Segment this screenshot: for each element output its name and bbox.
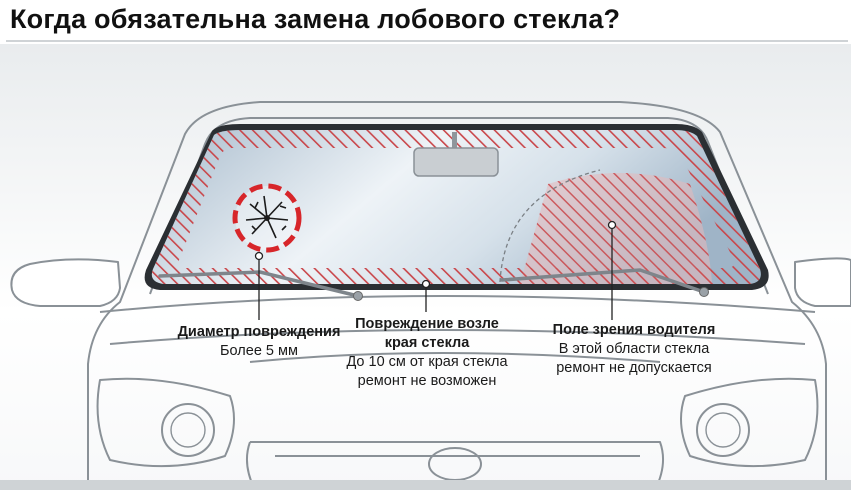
car-windshield-illustration bbox=[0, 44, 851, 490]
callout-edge-text-1: До 10 см от края стекла bbox=[346, 354, 508, 370]
callout-damage-heading: Диаметр повреждения bbox=[177, 324, 341, 340]
title-divider bbox=[6, 40, 848, 42]
callout-edge-damage: Повреждение возле края стекла До 10 см о… bbox=[316, 315, 538, 391]
callout-damage-text: Более 5 мм bbox=[220, 343, 298, 359]
callout-damage-diameter: Диаметр повреждения Более 5 мм bbox=[124, 323, 394, 361]
callout-edge-text-2: ремонт не возможен bbox=[357, 373, 497, 389]
callout-edge-heading-2: края стекла bbox=[384, 335, 470, 351]
callout-vision-text-1: В этой области стекла bbox=[558, 341, 710, 357]
callout-vision-heading: Поле зрения водителя bbox=[552, 322, 716, 338]
callout-edge-heading-1: Повреждение возле bbox=[355, 316, 499, 332]
callout-vision-text-2: ремонт не допускается bbox=[556, 360, 712, 376]
crack-icon bbox=[245, 195, 289, 239]
page-title: Когда обязательна замена лобового стекла… bbox=[10, 4, 621, 34]
callout-driver-vision: Поле зрения водителя В этой области стек… bbox=[520, 321, 748, 378]
